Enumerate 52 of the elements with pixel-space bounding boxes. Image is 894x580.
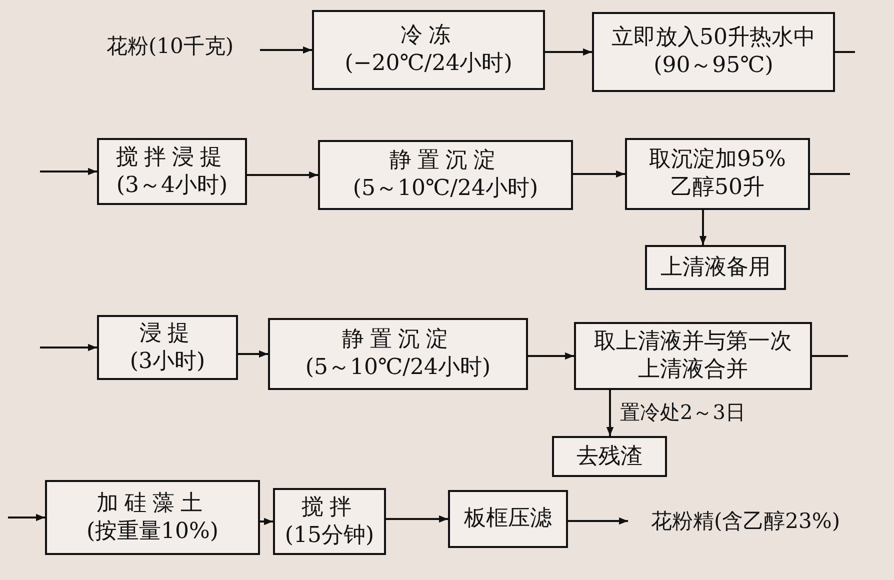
step-detail: (−20℃/24小时) xyxy=(344,50,512,78)
arrow xyxy=(699,210,707,245)
arrow xyxy=(40,168,97,176)
process-box xyxy=(45,480,260,555)
step-title: 去残渣 xyxy=(576,442,642,470)
arrow xyxy=(260,46,312,54)
arrow xyxy=(573,170,625,178)
step-title: 搅拌浸提 xyxy=(116,144,228,172)
process-box xyxy=(318,140,573,210)
process-box xyxy=(592,12,835,92)
step-label: 花粉精(含乙醇23%) xyxy=(628,505,863,537)
process-box xyxy=(97,138,247,205)
step-title: 搅拌 xyxy=(302,494,358,522)
process-box xyxy=(552,436,667,477)
arrow xyxy=(386,515,448,523)
step-title: 加硅藻土 xyxy=(96,490,208,518)
step-title: 上清液备用 xyxy=(660,254,770,282)
step-title: 浸提 xyxy=(140,320,196,348)
arrow xyxy=(40,344,97,352)
step-title: 冷冻 xyxy=(400,22,456,50)
process-box xyxy=(448,490,568,548)
step-detail: (按重量10%) xyxy=(86,518,219,546)
arrow xyxy=(528,352,574,360)
step-title: 板框压滤 xyxy=(464,505,552,533)
process-box xyxy=(268,318,528,390)
process-box xyxy=(574,322,812,390)
step-detail: (5～10℃/24小时) xyxy=(305,354,491,382)
step-title: 立即放入50升热水中(90～95℃) xyxy=(610,24,816,80)
connector-line xyxy=(810,173,850,175)
step-detail: (3～4小时) xyxy=(116,172,228,200)
arrow xyxy=(568,517,628,525)
step-detail: (3小时) xyxy=(130,348,206,376)
arrow xyxy=(545,48,592,56)
step-detail: (5～10℃/24小时) xyxy=(352,175,538,203)
step-label: 花粉(10千克) xyxy=(80,30,260,62)
process-box xyxy=(312,10,545,90)
step-title: 取沉淀加95%乙醇50升 xyxy=(648,146,787,202)
connector-line xyxy=(812,355,848,357)
arrow xyxy=(260,518,273,526)
process-box xyxy=(625,138,810,210)
step-title: 静置沉淀 xyxy=(390,147,502,175)
step-title: 静置沉淀 xyxy=(342,326,454,354)
arrow xyxy=(247,171,318,179)
step-detail: (15分钟) xyxy=(284,522,374,550)
process-box xyxy=(645,245,786,290)
connector-line xyxy=(835,51,855,53)
arrow xyxy=(606,390,614,436)
arrow xyxy=(238,350,268,358)
arrow xyxy=(8,514,45,522)
process-box xyxy=(273,488,386,555)
step-title: 取上清液并与第一次上清液合并 xyxy=(593,328,793,384)
process-box xyxy=(97,315,238,380)
